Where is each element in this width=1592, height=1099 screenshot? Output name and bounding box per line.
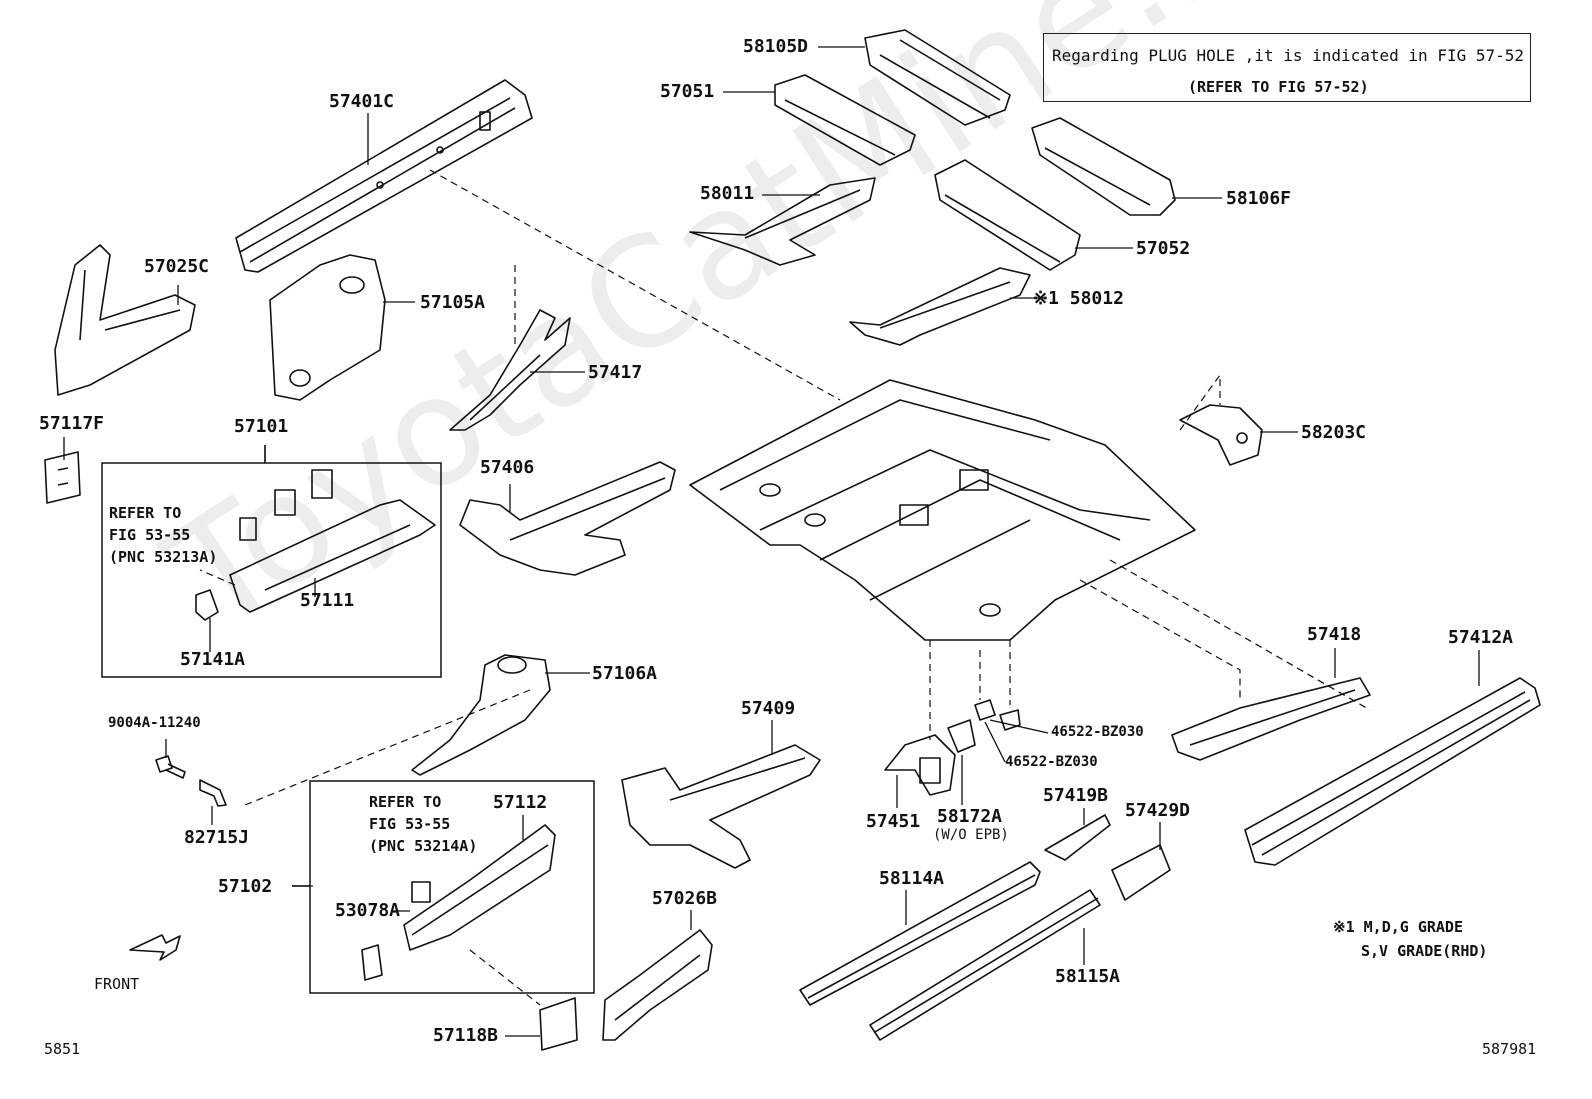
refer-lower-line-1: REFER TO: [369, 793, 442, 811]
part-57417: [449, 309, 571, 431]
group-frames: [101, 445, 595, 994]
label-57419B[interactable]: 57419B: [1043, 785, 1109, 806]
label-58011[interactable]: 58011: [700, 183, 755, 204]
note-line-2: (REFER TO FIG 57-52): [1188, 78, 1369, 96]
part-57451: [884, 734, 956, 796]
part-57025C: [54, 244, 196, 396]
refer-lower-line-2: FIG 53-55: [369, 815, 451, 833]
label-57025C[interactable]: 57025C: [144, 256, 210, 277]
part-46522-bracket: [974, 699, 1021, 731]
part-57052: [934, 159, 1081, 271]
label-58172A[interactable]: 58172A: [937, 806, 1003, 827]
part-57111: [229, 469, 436, 613]
label-57141A[interactable]: 57141A: [180, 649, 246, 670]
label-57429D[interactable]: 57429D: [1125, 800, 1191, 821]
label-57417[interactable]: 57417: [588, 362, 643, 383]
label-57052[interactable]: 57052: [1136, 238, 1191, 259]
plug-hole-note: Regarding PLUG HOLE ,it is indicated in …: [1043, 33, 1531, 102]
label-58172A-note: (W/O EPB): [933, 827, 1009, 843]
note-line-1: Regarding PLUG HOLE ,it is indicated in …: [1052, 46, 1525, 65]
front-arrow-icon: [129, 934, 181, 961]
part-57105A: [269, 254, 386, 401]
label-58106F[interactable]: 58106F: [1226, 188, 1292, 209]
part-58172A: [947, 719, 976, 753]
label-57409[interactable]: 57409: [741, 698, 796, 719]
part-9004A-bolt: [155, 755, 186, 779]
part-53078A: [361, 944, 383, 981]
refer-lower-line-3: (PNC 53214A): [369, 837, 478, 855]
page-number-right: 587981: [1482, 1040, 1537, 1058]
part-58106F: [1031, 117, 1176, 216]
part-58105D: [864, 29, 1011, 126]
part-57026B: [602, 929, 713, 1041]
label-57117F[interactable]: 57117F: [39, 413, 105, 434]
part-82715J: [199, 779, 227, 807]
part-58114A: [799, 861, 1041, 1006]
part-57409: [621, 744, 821, 869]
label-9004A-11240[interactable]: 9004A-11240: [108, 715, 201, 731]
label-58115A[interactable]: 58115A: [1055, 966, 1121, 987]
footnote-line-2: S,V GRADE(RHD): [1361, 942, 1488, 960]
refer-note-lower: REFER TO FIG 53-55 (PNC 53214A): [369, 791, 477, 857]
label-57105A[interactable]: 57105A: [420, 292, 486, 313]
label-58012[interactable]: ※1 58012: [1033, 288, 1124, 309]
part-57418: [1171, 677, 1371, 761]
label-57406[interactable]: 57406: [480, 457, 535, 478]
part-58203C: [1179, 404, 1263, 466]
part-57412A: [1244, 677, 1541, 866]
label-58114A[interactable]: 58114A: [879, 868, 945, 889]
refer-upper-line-2: FIG 53-55: [109, 526, 191, 544]
label-57106A[interactable]: 57106A: [592, 663, 658, 684]
label-57102[interactable]: 57102: [218, 876, 273, 897]
refer-upper-line-3: (PNC 53213A): [109, 548, 218, 566]
footnote-line-1: ※1 M,D,G GRADE: [1333, 918, 1463, 936]
part-57117F: [44, 451, 81, 504]
part-57112: [403, 824, 556, 951]
front-label: FRONT: [94, 975, 140, 993]
label-46522-BZ030-a[interactable]: 46522-BZ030: [1051, 724, 1144, 740]
label-57112[interactable]: 57112: [493, 792, 548, 813]
label-58203C[interactable]: 58203C: [1301, 422, 1367, 443]
part-57141A: [195, 589, 219, 621]
part-58011: [689, 177, 876, 266]
label-57051[interactable]: 57051: [660, 81, 715, 102]
label-58105D[interactable]: 58105D: [743, 36, 809, 57]
label-53078A[interactable]: 53078A: [335, 900, 401, 921]
label-57401C[interactable]: 57401C: [329, 91, 395, 112]
label-57111[interactable]: 57111: [300, 590, 355, 611]
part-58012: [849, 267, 1031, 346]
part-57419B: [1044, 814, 1111, 861]
label-57026B[interactable]: 57026B: [652, 888, 718, 909]
part-58115A: [869, 889, 1101, 1041]
part-57429D: [1111, 844, 1171, 901]
refer-note-upper: REFER TO FIG 53-55 (PNC 53213A): [109, 502, 217, 568]
label-82715J[interactable]: 82715J: [184, 827, 250, 848]
label-57101[interactable]: 57101: [234, 416, 289, 437]
part-57406: [459, 461, 676, 576]
label-46522-BZ030-b[interactable]: 46522-BZ030: [1005, 754, 1098, 770]
part-57118B: [539, 997, 578, 1051]
part-57051: [774, 74, 916, 166]
dashed-leaders: [199, 169, 1371, 1006]
label-57118B[interactable]: 57118B: [433, 1025, 499, 1046]
label-57412A[interactable]: 57412A: [1448, 627, 1514, 648]
part-57106A: [411, 654, 551, 776]
refer-upper-line-1: REFER TO: [109, 504, 182, 522]
page-number-left: 5851: [44, 1040, 81, 1058]
part-floor-pan: [689, 379, 1196, 641]
part-57401C: [235, 79, 533, 273]
label-57418[interactable]: 57418: [1307, 624, 1362, 645]
label-57451[interactable]: 57451: [866, 811, 921, 832]
